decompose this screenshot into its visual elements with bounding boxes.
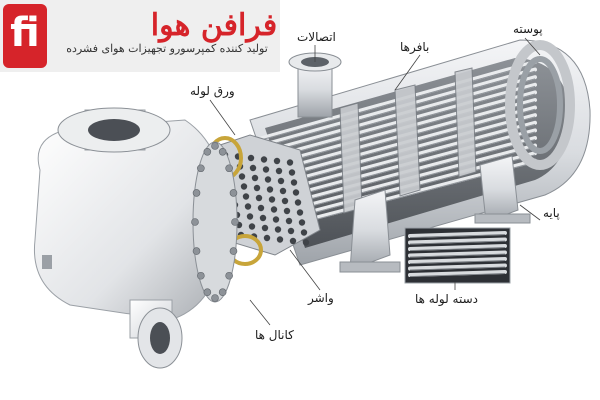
label-gasket: واشر (308, 291, 334, 305)
label-tube-sheet: ورق لوله (190, 84, 235, 98)
support-legs (339, 155, 531, 273)
logo-mark: fi (3, 4, 47, 68)
label-tube-bundle: دسته لوله ها (415, 292, 479, 306)
channel-head (33, 107, 239, 369)
label-connections: اتصالات (297, 30, 336, 44)
logo-subtitle: تولید کننده کمپرسورو تجهیزات هوای فشرده (66, 42, 268, 55)
u-bend-end (505, 40, 575, 170)
label-support: پایه (543, 206, 560, 220)
label-baffles: بافرها (400, 40, 430, 54)
leader-lines (209, 37, 541, 326)
label-channel: کانال ها (255, 328, 294, 342)
company-logo: fi فرافن هوا تولید کننده کمپرسورو تجهیزا… (0, 0, 280, 72)
tube-detail-inset (404, 227, 511, 284)
label-shell: پوسته (513, 22, 543, 36)
logo-title: فرافن هوا (150, 8, 278, 43)
